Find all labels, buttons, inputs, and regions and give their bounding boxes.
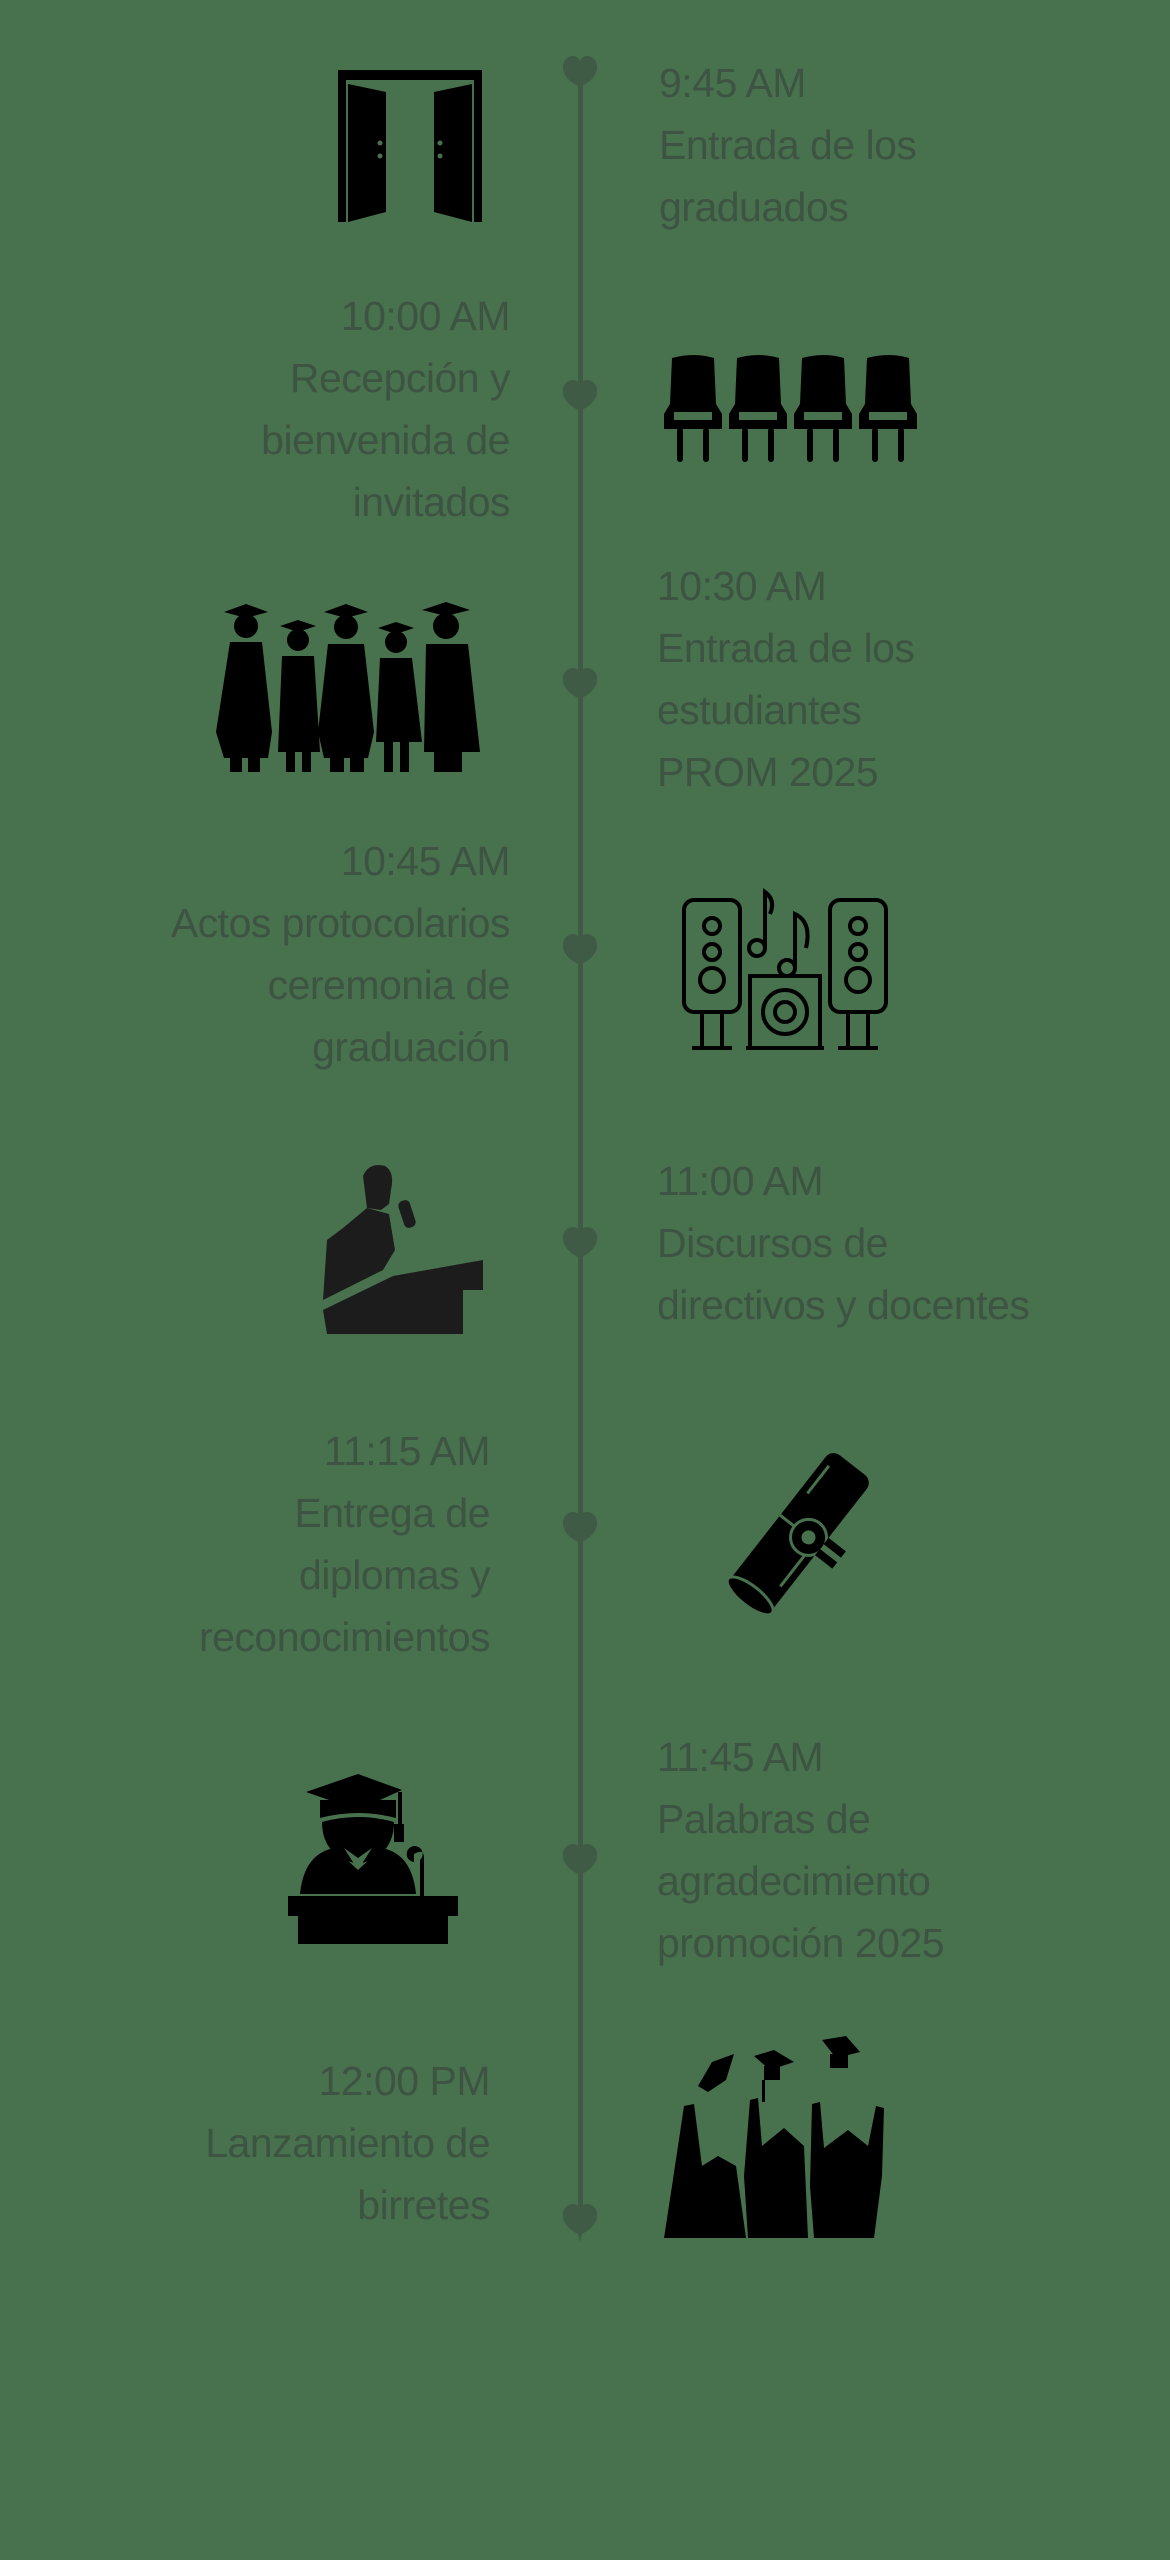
heart-marker-icon <box>563 668 597 706</box>
event-title-line: Discursos de <box>657 1220 888 1266</box>
event-title-line: invitados <box>352 479 511 525</box>
event-title-line: diplomas y <box>299 1552 490 1598</box>
event-title-line: Entrega de <box>294 1490 490 1536</box>
diploma-icon <box>725 1453 869 1617</box>
timeline-item-1145: 11:45 AM Palabras de agradecimiento prom… <box>657 1726 945 1974</box>
event-title-line: graduación <box>312 1024 510 1070</box>
event-title-line: Recepción y <box>289 355 511 401</box>
event-title-line: promoción 2025 <box>657 1920 945 1966</box>
event-title-line: directivos y docentes <box>657 1282 1030 1328</box>
heart-marker-icon <box>563 1512 597 1550</box>
event-title-line: Entrada de los <box>657 625 915 671</box>
heart-marker-icon <box>563 56 597 94</box>
event-time: 10:30 AM <box>657 563 827 609</box>
heart-marker-icon <box>563 1227 597 1265</box>
timeline-item-1200: 12:00 PM Lanzamiento de birretes <box>205 2050 490 2236</box>
event-title-line: bienvenida de <box>261 417 510 463</box>
event-title-line: birretes <box>357 2182 490 2228</box>
event-time: 12:00 PM <box>318 2058 491 2104</box>
event-title-line: Entrada de los <box>659 122 917 168</box>
heart-marker-icon <box>563 2204 597 2242</box>
event-title-line: reconocimientos <box>198 1614 491 1660</box>
event-title-line: Actos protocolarios <box>170 900 511 946</box>
event-time: 10:45 AM <box>340 838 511 884</box>
event-time: 11:15 AM <box>323 1428 491 1474</box>
speakers-music-icon <box>682 888 888 1050</box>
graduate-podium-icon <box>288 1774 458 1944</box>
timeline-item-1000: 10:00 AM Recepción y bienvenida de invit… <box>261 285 510 533</box>
graduates-group-icon <box>216 602 480 772</box>
heart-marker-icon <box>563 380 597 418</box>
timeline-item-1045: 10:45 AM Actos protocolarios ceremonia d… <box>170 830 511 1078</box>
timeline-item-1100: 11:00 AM Discursos de directivos y docen… <box>657 1150 1030 1336</box>
event-title-line: graduados <box>659 184 849 230</box>
timeline-item-1030: 10:30 AM Entrada de los estudiantes PROM… <box>657 555 915 803</box>
timeline-item-0945: 9:45 AM Entrada de los graduados <box>659 52 917 238</box>
event-title-line: ceremonia de <box>267 962 511 1008</box>
timeline-item-1115: 11:15 AM Entrega de diplomas y reconocim… <box>198 1420 491 1668</box>
event-title-line: Lanzamiento de <box>205 2120 490 2166</box>
event-time: 11:45 AM <box>657 1734 824 1780</box>
event-title-line: agradecimiento <box>657 1858 931 1904</box>
heart-marker-icon <box>563 1844 597 1882</box>
open-doors-icon <box>338 70 482 222</box>
event-time: 10:00 AM <box>340 293 511 339</box>
event-time: 11:00 AM <box>657 1158 824 1204</box>
event-title-line: PROM 2025 <box>657 749 879 795</box>
heart-marker-icon <box>563 934 597 972</box>
speaker-podium-icon <box>323 1165 483 1334</box>
event-title-line: Palabras de <box>657 1796 871 1842</box>
caps-toss-icon <box>664 2036 884 2238</box>
event-title-line: estudiantes <box>657 687 862 733</box>
event-time: 9:45 AM <box>659 60 806 106</box>
chairs-icon <box>664 355 917 462</box>
timeline-line <box>578 72 583 2222</box>
